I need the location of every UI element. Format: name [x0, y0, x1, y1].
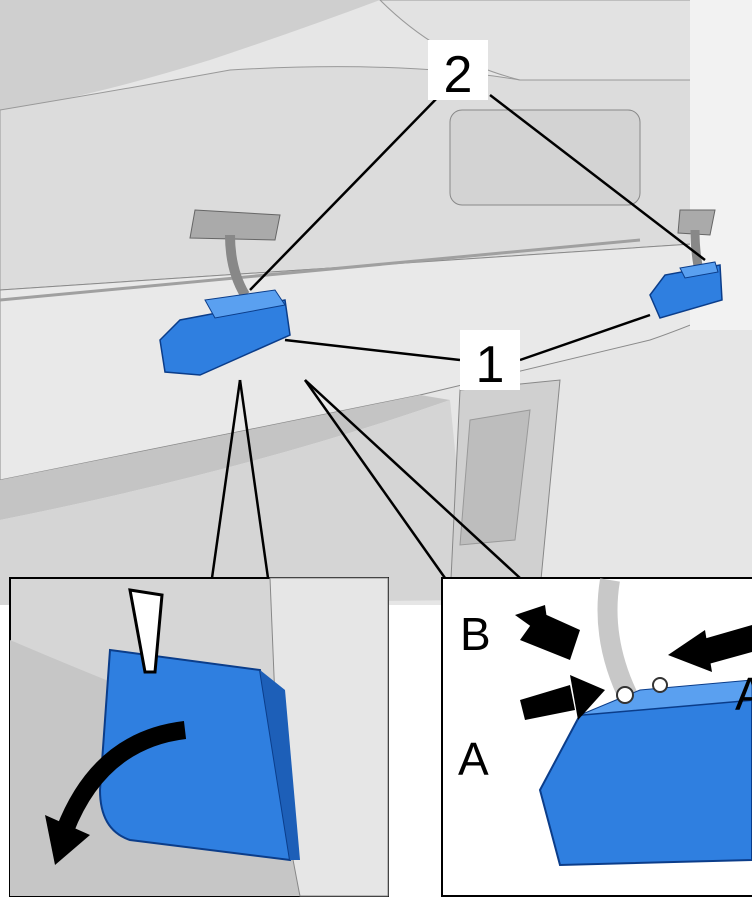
label-b: B	[460, 608, 491, 660]
label-a-right: A	[735, 668, 752, 720]
pry-tool-icon	[128, 588, 164, 674]
callout-2: 2	[428, 40, 488, 104]
arrow-a-left-icon	[520, 685, 575, 720]
callout-1: 1	[460, 330, 520, 394]
callout-1-label: 1	[476, 336, 505, 394]
arrow-a-right-icon	[700, 625, 752, 665]
sensor-component-right	[649, 261, 723, 319]
callout-2-label: 2	[444, 46, 473, 104]
rotate-arrow-icon	[56, 721, 187, 834]
main-view	[0, 0, 752, 605]
leader-lines	[210, 94, 706, 579]
label-a-left: A	[458, 733, 489, 785]
detail-inset-right: B A A	[441, 577, 752, 897]
sensor-component-left	[159, 289, 291, 376]
detail-inset-left	[9, 577, 389, 897]
